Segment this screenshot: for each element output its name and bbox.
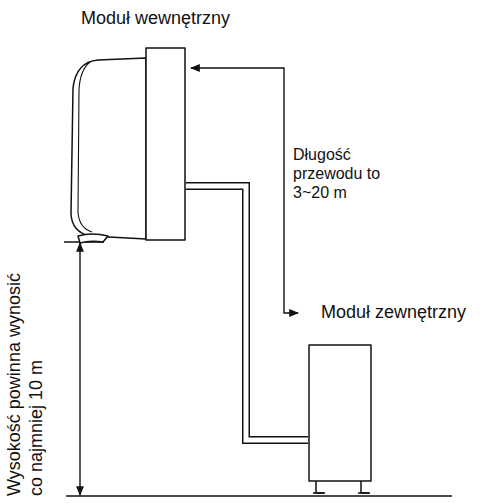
outdoor-unit: Moduł zewnętrzny (308, 343, 372, 495)
unit-label: Moduł wewnętrzny (80, 8, 231, 29)
ground-line (66, 495, 452, 497)
indoor-unit-drawing (68, 45, 186, 247)
unit-label: Moduł zewnętrzny (320, 302, 467, 323)
pipe-fill (186, 186, 308, 440)
outdoor-unit-drawing (308, 343, 372, 495)
height-label: Wysokość powinna wynosić co najmniej 10 … (4, 259, 47, 497)
pipe-length-label: Długość przewodu to 3~20 m (292, 145, 404, 203)
pipe-outline (186, 186, 308, 440)
indoor-unit: Moduł wewnętrzny (68, 45, 186, 247)
height-arrow (79, 243, 80, 495)
refrigerant-pipe (186, 186, 308, 440)
